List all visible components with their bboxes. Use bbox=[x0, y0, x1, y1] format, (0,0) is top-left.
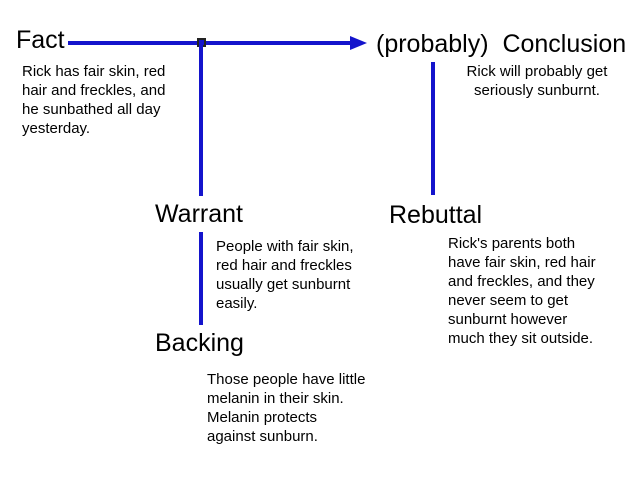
warrant-body-text: People with fair skin, red hair and frec… bbox=[216, 238, 354, 312]
junction-to-warrant-line bbox=[199, 43, 203, 196]
backing-body-text: Those people have little melanin in thei… bbox=[207, 371, 366, 445]
warrant-heading: Warrant bbox=[155, 200, 243, 228]
conclusion-body-text: Rick will probably get seriously sunburn… bbox=[466, 63, 608, 99]
warrant-to-backing-line bbox=[199, 232, 203, 325]
conclusion-to-rebuttal-line bbox=[431, 62, 435, 195]
arrowhead-icon bbox=[350, 36, 367, 50]
fact-to-conclusion-line bbox=[68, 41, 352, 45]
rebuttal-heading: Rebuttal bbox=[389, 201, 483, 229]
conclusion-heading: (probably) Conclusion bbox=[376, 30, 627, 58]
rebuttal-body-text: Rick's parents both have fair skin, red … bbox=[448, 235, 596, 347]
fact-body-text: Rick has fair skin, red hair and freckle… bbox=[22, 63, 166, 137]
backing-heading: Backing bbox=[155, 329, 244, 357]
fact-heading: Fact bbox=[16, 26, 65, 54]
